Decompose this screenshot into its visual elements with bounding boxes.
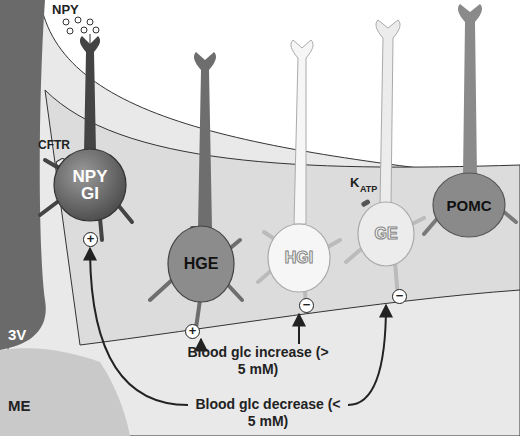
- channel-label: CFTR: [38, 138, 70, 152]
- excitation-sign: +: [83, 232, 98, 247]
- hgi-neuron: HGI: [266, 222, 332, 314]
- ge-neuron: GE: [356, 202, 416, 305]
- cell-name: HGE: [166, 224, 236, 304]
- stimulus-label: Blood glc increase (> 5 mM): [182, 344, 334, 378]
- stimulus-arrow: [200, 339, 202, 344]
- excitation-sign: +: [185, 324, 200, 339]
- stimulus-arrow: [298, 314, 300, 344]
- hge-neuron: HGE: [166, 224, 236, 339]
- cell-name: NPY GI: [52, 148, 128, 222]
- npy-vesicles: [63, 17, 99, 44]
- stimulus-label: Blood glc decrease (< 5 mM): [190, 396, 346, 430]
- channel-label: K: [350, 175, 359, 190]
- nucleus-outline: [45, 90, 520, 345]
- region-label: 3V: [8, 326, 26, 343]
- cell-body: [356, 202, 416, 305]
- cell-name: HGI: [266, 222, 332, 294]
- stimulus-text: Blood glc increase (> 5 mM): [182, 344, 334, 380]
- inhibition-sign: −: [299, 298, 314, 313]
- axon: [376, 20, 400, 204]
- cell-name: POMC: [432, 172, 506, 238]
- pomc-neuron: POMC: [432, 172, 506, 240]
- axon: [291, 40, 313, 224]
- inhibition-sign: −: [392, 289, 407, 304]
- third-ventricle: [0, 0, 46, 350]
- cell-name: GE: [356, 202, 416, 266]
- stimulus-text: Blood glc decrease (< 5 mM): [190, 396, 346, 432]
- median-eminence: [0, 348, 130, 436]
- axon: [194, 52, 216, 228]
- axon: [80, 36, 100, 152]
- katp-channel: [361, 199, 371, 208]
- cell-body: [166, 224, 236, 339]
- channel-label: ATP: [360, 184, 377, 194]
- axon: [458, 4, 482, 176]
- stimulus-arrow: [348, 305, 386, 405]
- peptide-label: NPY: [52, 2, 79, 17]
- region-label: ME: [8, 397, 31, 414]
- cell-body: [266, 222, 332, 314]
